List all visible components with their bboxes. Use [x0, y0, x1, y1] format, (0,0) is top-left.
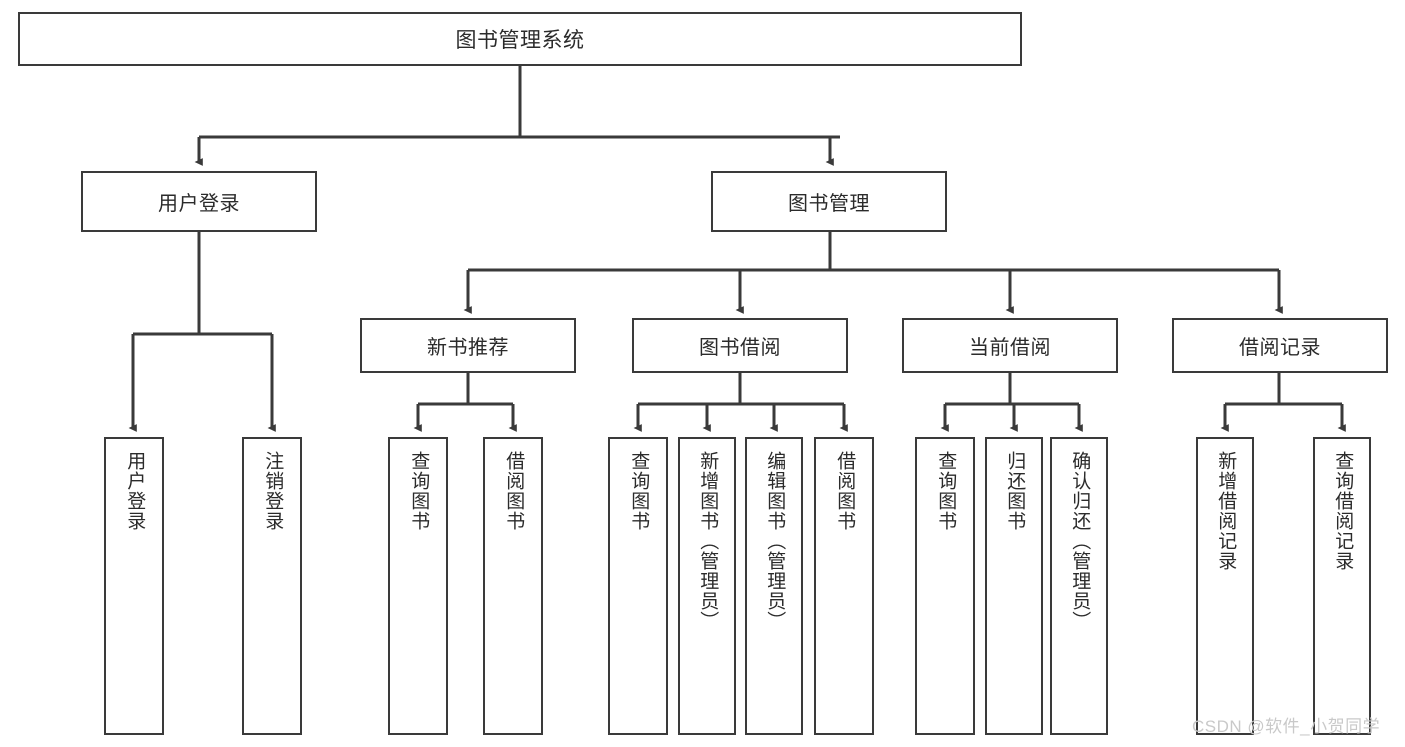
- leaf-edit-book-admin[interactable]: 编辑图书（管理员）: [745, 437, 803, 735]
- leaf-confirm-return-admin[interactable]: 确认归还（管理员）: [1050, 437, 1108, 735]
- csdn-watermark: CSDN @软件_小贺同学: [1192, 717, 1381, 736]
- leaf-label: 确认归还（管理员）: [1069, 451, 1091, 631]
- leaf-label: 查询图书: [408, 451, 430, 531]
- leaf-label: 用户登录: [124, 451, 146, 531]
- leaf-label: 查询图书: [628, 451, 650, 531]
- leaf-query-books-current[interactable]: 查询图书: [915, 437, 975, 735]
- leaf-user-login[interactable]: 用户登录: [104, 437, 164, 735]
- leaf-add-borrow-record[interactable]: 新增借阅记录: [1196, 437, 1254, 735]
- leaf-return-books[interactable]: 归还图书: [985, 437, 1043, 735]
- node-label: 图书借阅: [699, 337, 781, 359]
- leaf-label: 借阅图书: [834, 451, 856, 531]
- leaf-add-book-admin[interactable]: 新增图书（管理员）: [678, 437, 736, 735]
- node-user-login[interactable]: 用户登录: [81, 171, 317, 232]
- node-label: 图书管理系统: [455, 29, 585, 52]
- leaf-label: 借阅图书: [503, 451, 525, 531]
- leaf-label: 编辑图书（管理员）: [764, 451, 786, 631]
- leaf-query-borrow-record[interactable]: 查询借阅记录: [1313, 437, 1371, 735]
- node-book-management[interactable]: 图书管理: [711, 171, 947, 232]
- leaf-label: 归还图书: [1004, 451, 1026, 531]
- leaf-label: 新增图书（管理员）: [697, 451, 719, 631]
- leaf-query-books-borrow[interactable]: 查询图书: [608, 437, 668, 735]
- leaf-logout[interactable]: 注销登录: [242, 437, 302, 735]
- leaf-label: 查询图书: [935, 451, 957, 531]
- node-book-borrow[interactable]: 图书借阅: [632, 318, 848, 373]
- leaf-query-books-new[interactable]: 查询图书: [388, 437, 448, 735]
- leaf-label: 新增借阅记录: [1215, 451, 1237, 571]
- leaf-label: 查询借阅记录: [1332, 451, 1354, 571]
- node-label: 新书推荐: [427, 337, 509, 359]
- node-label: 用户登录: [158, 193, 240, 215]
- leaf-borrow-books[interactable]: 借阅图书: [814, 437, 874, 735]
- node-label: 当前借阅: [969, 337, 1051, 359]
- node-label: 图书管理: [788, 193, 870, 215]
- leaf-label: 注销登录: [262, 451, 284, 531]
- node-current-borrow[interactable]: 当前借阅: [902, 318, 1118, 373]
- node-borrow-records[interactable]: 借阅记录: [1172, 318, 1388, 373]
- leaf-borrow-books-new[interactable]: 借阅图书: [483, 437, 543, 735]
- node-label: 借阅记录: [1239, 337, 1321, 359]
- node-new-book-recommend[interactable]: 新书推荐: [360, 318, 576, 373]
- node-root-system[interactable]: 图书管理系统: [18, 12, 1022, 66]
